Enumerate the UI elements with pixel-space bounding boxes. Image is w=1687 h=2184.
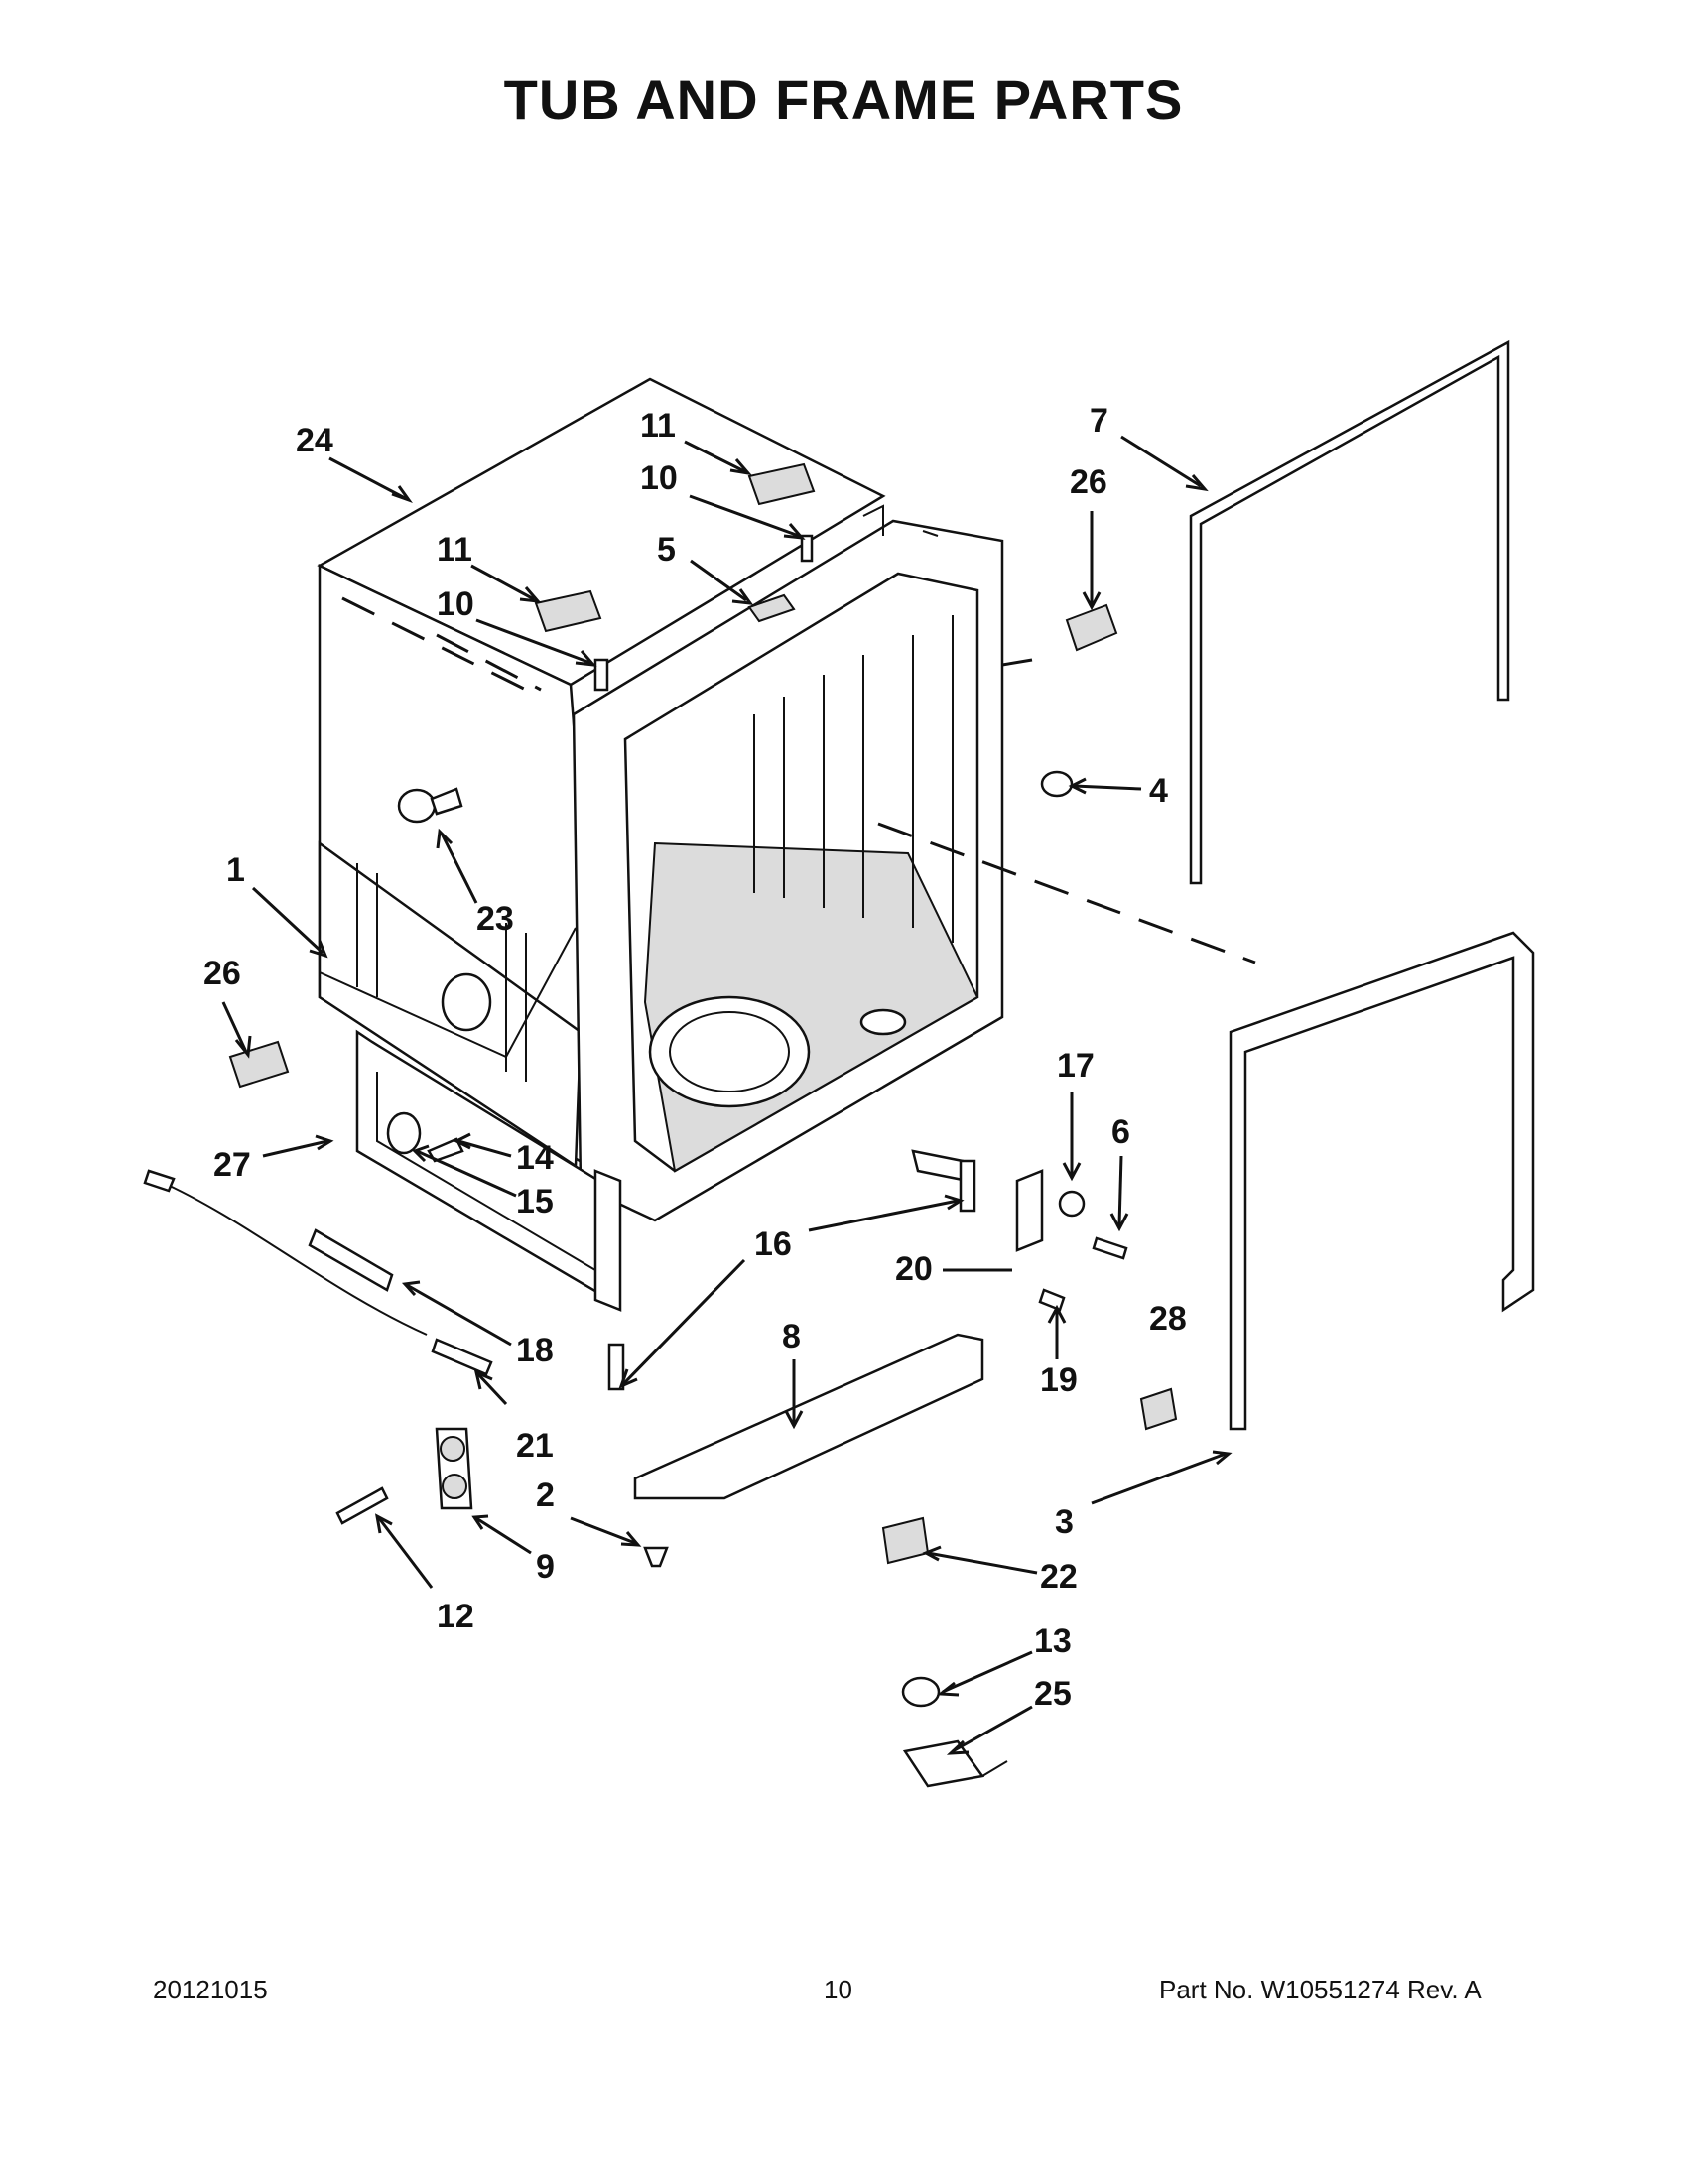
callout-15: 15 — [516, 1183, 554, 1220]
dashed-relation-lines — [341, 596, 1256, 964]
callout-26a: 26 — [1070, 463, 1107, 501]
callout-12: 12 — [437, 1598, 474, 1635]
callout-10a: 10 — [640, 459, 678, 497]
callout-25: 25 — [1034, 1675, 1072, 1713]
callout-14: 14 — [516, 1139, 554, 1177]
base-bracket — [355, 1029, 970, 1312]
callout-7: 7 — [1090, 402, 1108, 440]
callout-24: 24 — [296, 422, 333, 459]
callout-23: 23 — [476, 900, 514, 938]
door-gasket-strip — [1189, 339, 1510, 885]
part-number: Part No. W10551274 Rev. A — [1159, 1975, 1482, 2004]
callout-26b: 26 — [203, 955, 241, 992]
callout-27: 27 — [213, 1146, 251, 1184]
callout-20: 20 — [895, 1250, 933, 1288]
date-code: 20121015 — [153, 1975, 268, 2004]
leader-lines — [221, 435, 1233, 1755]
callout-17: 17 — [1057, 1047, 1095, 1085]
callout-22: 22 — [1040, 1558, 1078, 1596]
callout-3: 3 — [1055, 1503, 1074, 1541]
tub-gasket — [1229, 931, 1535, 1431]
callout-labels: 24 11 10 11 10 5 7 26 4 23 1 26 27 14 15… — [203, 402, 1187, 1713]
callout-10b: 10 — [437, 585, 474, 623]
callout-2: 2 — [536, 1477, 555, 1514]
callout-11a: 11 — [640, 407, 676, 445]
callout-13: 13 — [1034, 1622, 1072, 1660]
callout-1: 1 — [226, 851, 245, 889]
callout-6: 6 — [1111, 1113, 1130, 1151]
callout-28: 28 — [1149, 1300, 1187, 1338]
callout-16: 16 — [754, 1225, 792, 1263]
callout-18: 18 — [516, 1332, 554, 1369]
small-parts — [143, 462, 1178, 1788]
callout-9: 9 — [536, 1548, 555, 1586]
callout-19: 19 — [1040, 1361, 1078, 1399]
callout-8: 8 — [782, 1318, 801, 1355]
page-title: TUB AND FRAME PARTS — [503, 68, 1184, 131]
page-number: 10 — [824, 1975, 852, 2004]
callout-11b: 11 — [437, 531, 472, 569]
callout-21: 21 — [516, 1427, 554, 1465]
callout-5: 5 — [657, 531, 676, 569]
callout-4: 4 — [1149, 772, 1168, 810]
